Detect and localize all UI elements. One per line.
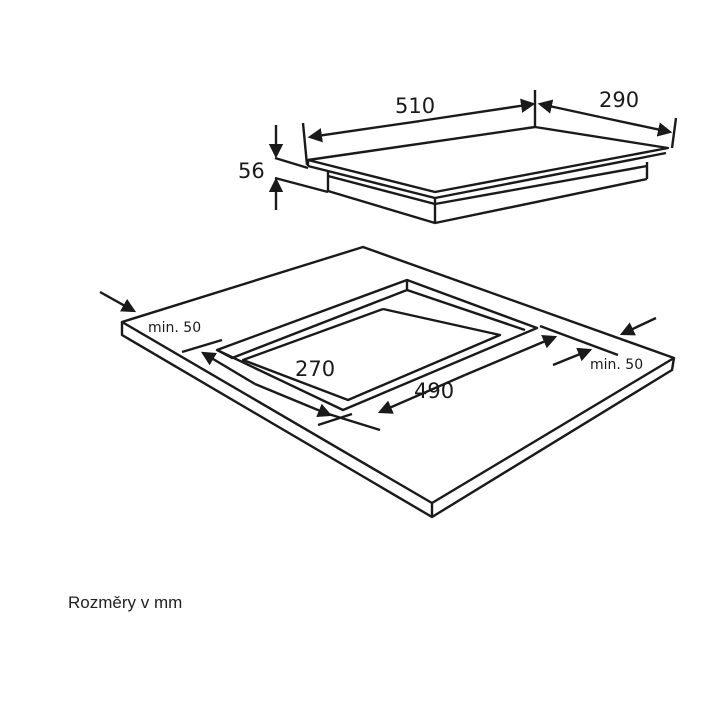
min-50-right-arrow <box>552 347 593 367</box>
dim-270-arrow-down <box>254 382 333 418</box>
dim-490-arrow-left <box>377 373 466 414</box>
min-50-left-arrow <box>99 290 137 313</box>
dim-490-arrow-right <box>464 335 558 377</box>
hob-depth-label: 290 <box>599 88 639 112</box>
hob-drawing: 510 290 56 <box>238 88 678 225</box>
extension-line <box>181 338 223 354</box>
extension-line <box>670 117 678 149</box>
extension-line <box>539 324 619 357</box>
caption: Rozměry v mm <box>68 593 183 612</box>
dim-290-arrow-right <box>599 115 673 137</box>
hob-width-label: 510 <box>395 94 435 118</box>
min-50-right-top-arrow <box>619 316 657 336</box>
countertop-drawing: min. 50 min. 50 270 490 <box>99 245 676 519</box>
dim-270-arrow-up <box>200 351 256 386</box>
dim-290-arrow-left <box>537 99 601 119</box>
cutout-width-label: 490 <box>414 379 454 403</box>
extension-line <box>317 412 353 427</box>
dim-510-arrow-right <box>419 98 536 123</box>
min-50-right-label: min. 50 <box>590 357 643 373</box>
min-50-left-label: min. 50 <box>148 320 201 336</box>
cutout-depth-label: 270 <box>295 357 335 381</box>
extension-line <box>301 122 309 166</box>
dim-510-arrow-left <box>307 119 421 143</box>
hob-height-label: 56 <box>238 159 265 183</box>
